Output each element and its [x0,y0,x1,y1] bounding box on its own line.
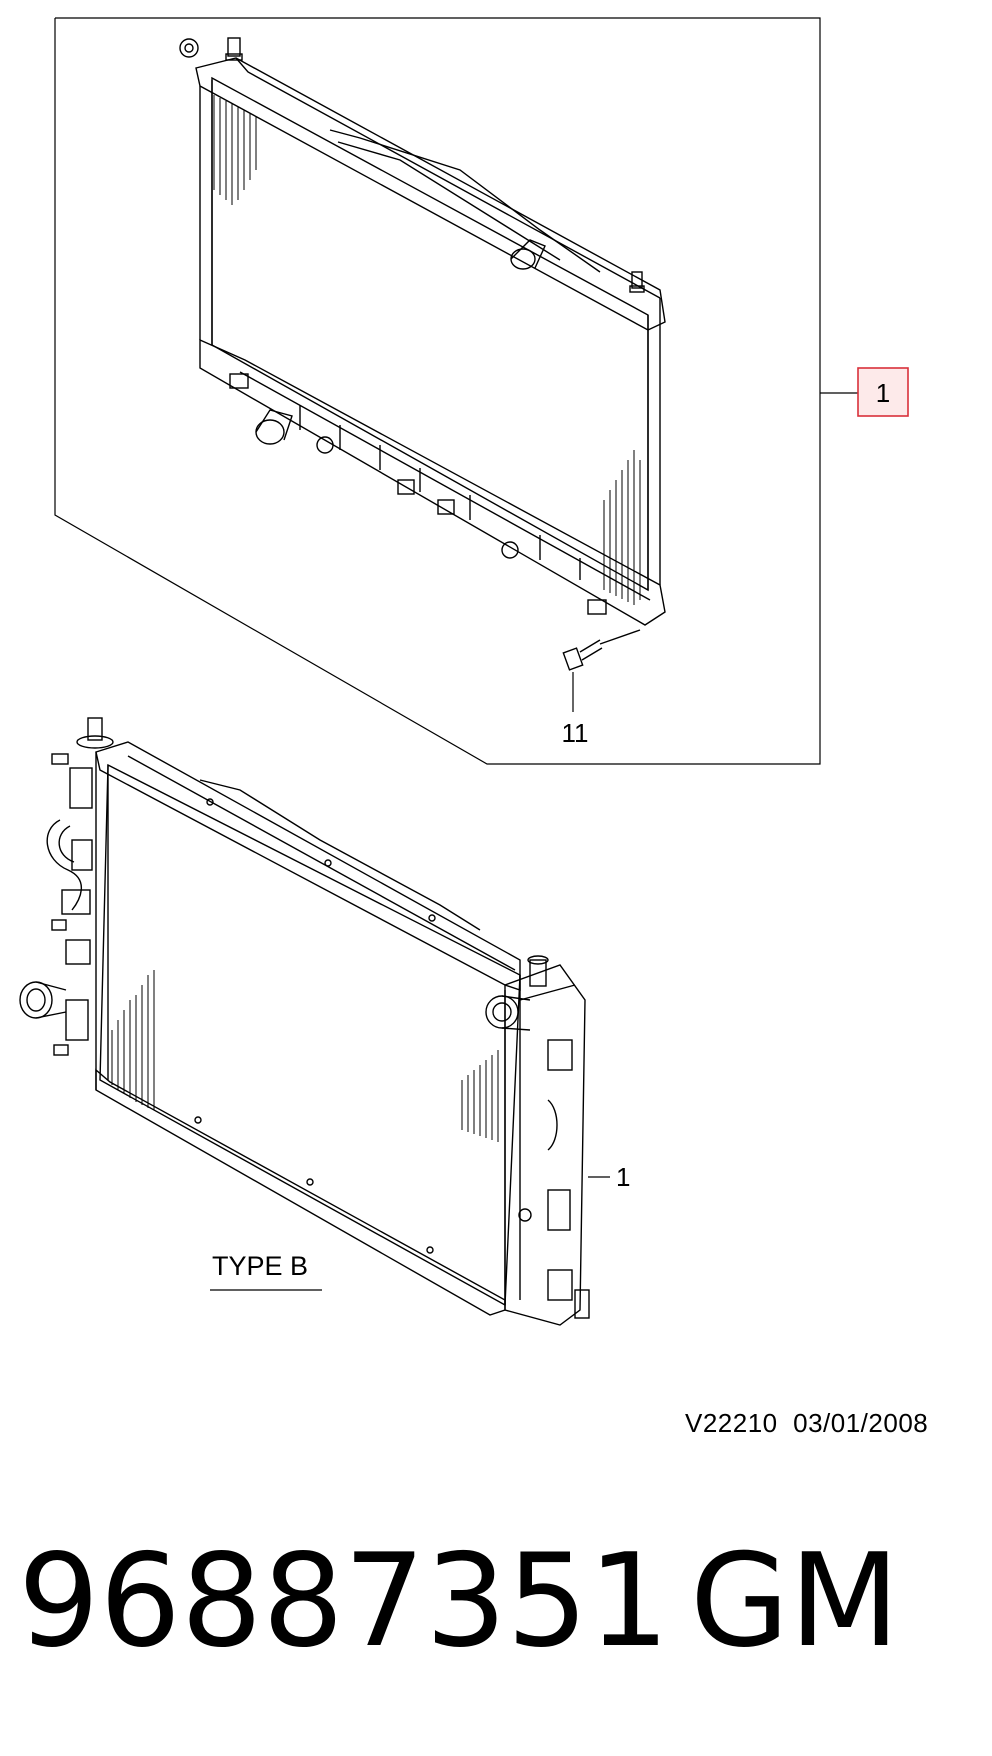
reference-line: V22210 03/01/2008 [685,1408,928,1439]
core-fins-bottom-right [603,450,641,605]
part-number: 96887351 [18,1527,670,1676]
assembly-outline [54,17,821,765]
core-fins-right [461,1050,499,1142]
core-fins-top-left [213,95,257,205]
reference-code: V22210 [685,1408,778,1438]
reference-date: 03/01/2008 [793,1408,929,1438]
brand-label: GM [690,1527,900,1676]
core-fins-left [111,970,155,1110]
callout-label-drain-plug: 11 [562,718,589,748]
radiator-type-b [19,717,590,1326]
drain-plug [562,629,641,671]
radiator-top [179,37,666,671]
variant-label: TYPE B [212,1251,308,1281]
callout-label-top: 1 [876,378,890,408]
callout-label-bottom: 1 [616,1162,630,1192]
callout-box [857,367,909,417]
